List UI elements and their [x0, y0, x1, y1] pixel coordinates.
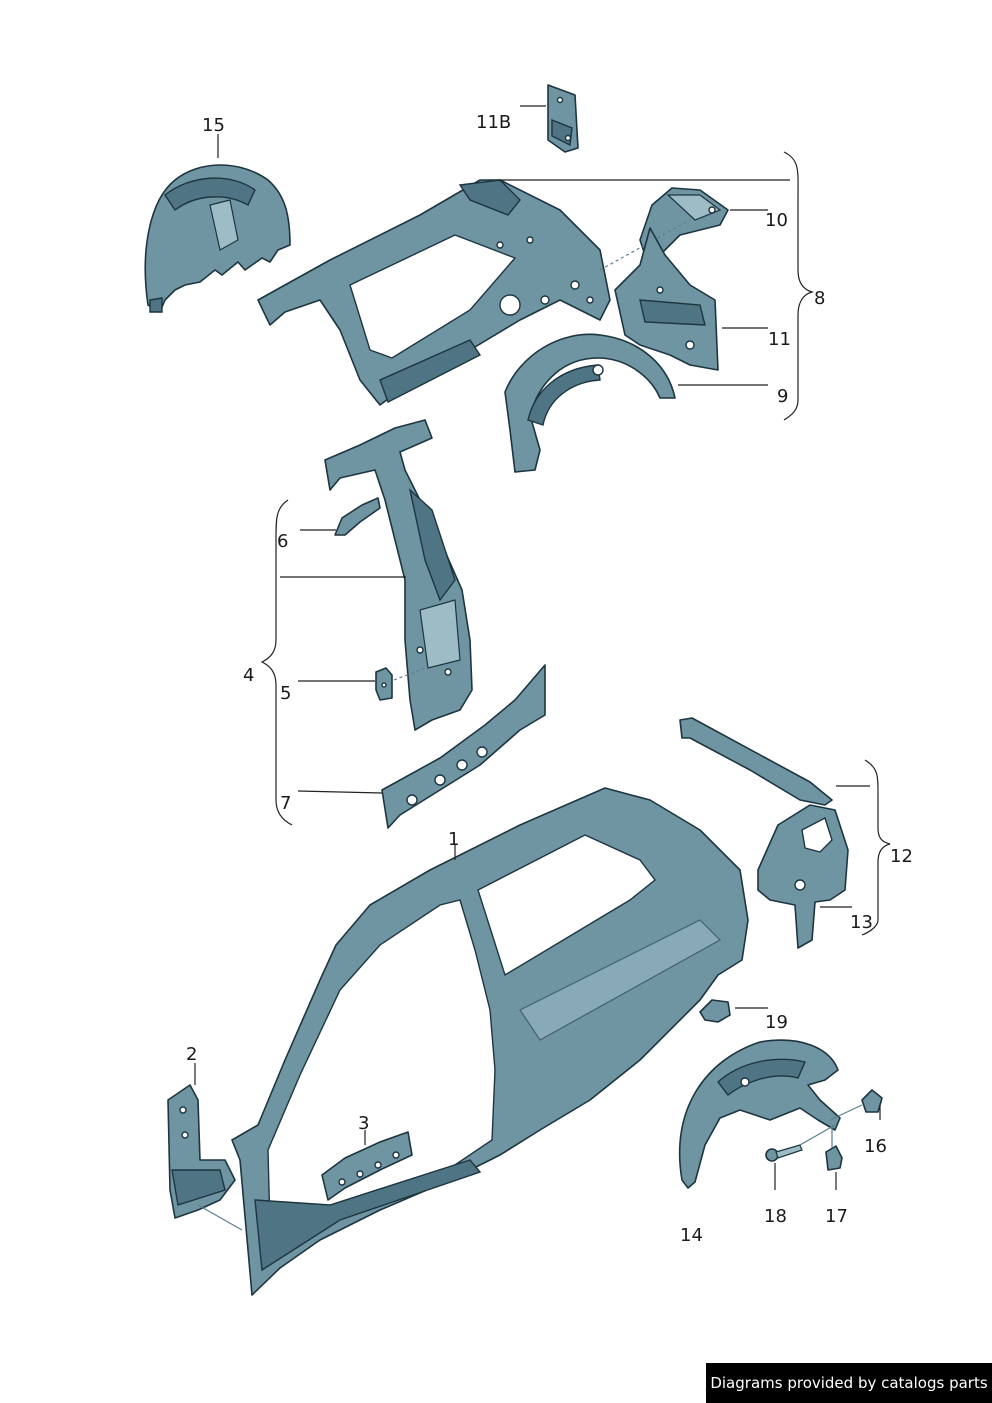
label-4: 4 — [243, 665, 254, 686]
bracket-12 — [861, 759, 891, 936]
label-18: 18 — [764, 1206, 787, 1227]
label-7: 7 — [280, 793, 291, 814]
bracket-8 — [783, 151, 815, 421]
part-14-wheelhouse-liner — [678, 1039, 841, 1189]
label-1: 1 — [448, 829, 459, 850]
part-17-clip — [825, 1145, 843, 1171]
part-18-screw — [765, 1144, 803, 1162]
part-13-panel — [757, 804, 849, 949]
part-11b-bracket — [547, 84, 579, 153]
dash-2 — [197, 1204, 243, 1231]
part-2-bracket — [167, 1084, 236, 1219]
part-12-rear-rail — [679, 717, 833, 806]
label-14: 14 — [680, 1225, 703, 1246]
part-10-bracket — [639, 187, 729, 256]
part-4-b-pillar — [324, 419, 473, 731]
part-15-wheelhouse-liner — [144, 164, 291, 313]
part-9-wheel-arch — [504, 333, 676, 473]
label-13: 13 — [850, 912, 873, 933]
part-1-side-panel — [231, 787, 749, 1296]
part-16-clip — [861, 1089, 883, 1113]
label-17: 17 — [825, 1206, 848, 1227]
label-6: 6 — [277, 531, 288, 552]
label-5: 5 — [280, 683, 291, 704]
label-12: 12 — [890, 846, 913, 867]
label-19: 19 — [765, 1012, 788, 1033]
part-11-panel — [614, 227, 719, 371]
label-16: 16 — [864, 1136, 887, 1157]
leader-7 — [297, 790, 383, 794]
label-11b: 11B — [476, 112, 511, 133]
part-19-clip — [699, 999, 731, 1023]
label-10: 10 — [765, 210, 788, 231]
label-3: 3 — [358, 1113, 369, 1134]
label-11: 11 — [768, 329, 791, 350]
part-3-reinforcement — [321, 1131, 413, 1201]
part-6-small-bracket — [334, 497, 381, 536]
label-8: 8 — [814, 288, 825, 309]
part-8-inner-side-panel — [257, 179, 611, 406]
part-5-clip — [375, 667, 393, 701]
bracket-4 — [260, 499, 293, 826]
dash-18 — [799, 1124, 836, 1146]
label-2: 2 — [186, 1044, 197, 1065]
dash-16 — [829, 1104, 863, 1121]
footer-credit: Diagrams provided by catalogs parts — [706, 1363, 992, 1403]
part-7-sill-reinforcement — [381, 664, 546, 829]
label-15: 15 — [202, 115, 225, 136]
label-9: 9 — [777, 386, 788, 407]
dash-10 — [599, 219, 691, 271]
